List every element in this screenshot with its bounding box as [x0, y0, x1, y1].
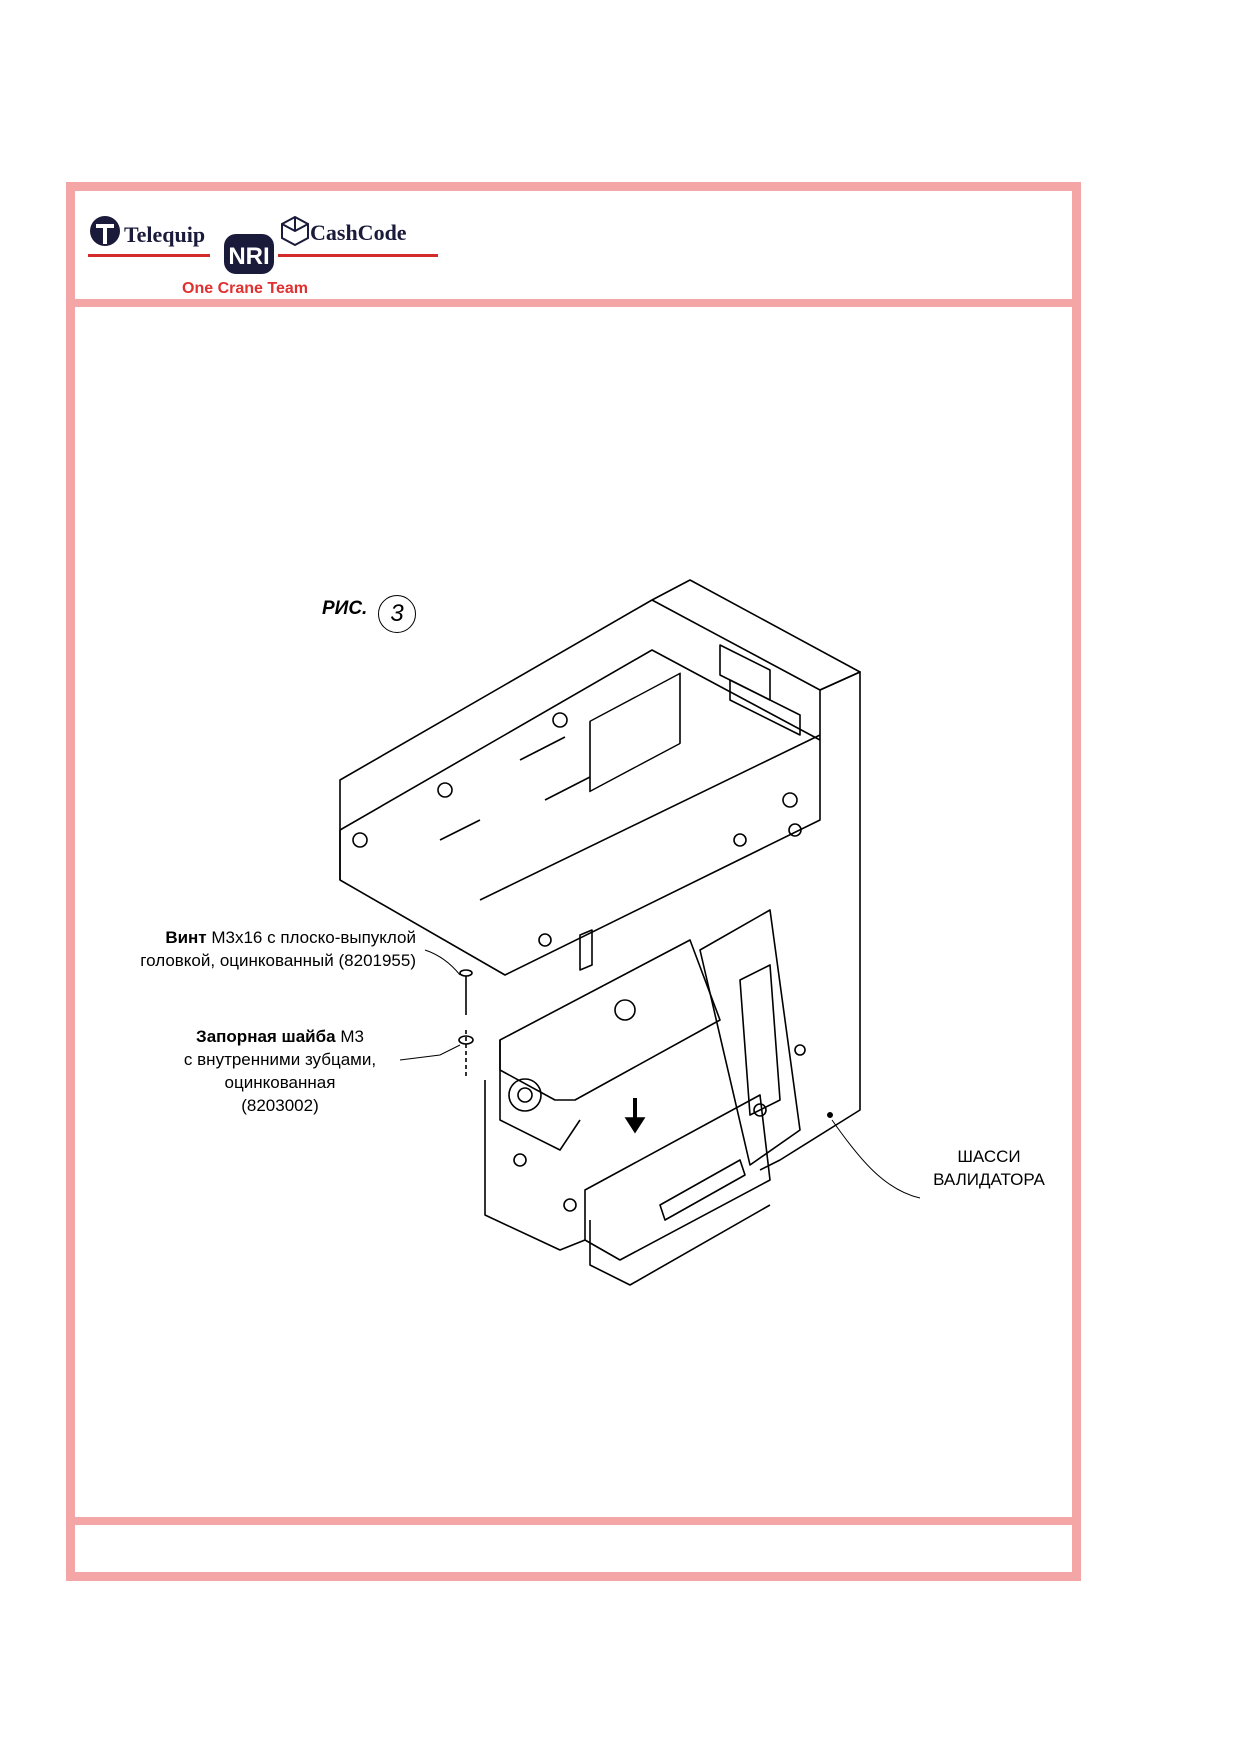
- lower-base: [584, 1094, 771, 1261]
- chassis-callout: ШАССИ ВАЛИДАТОРА: [914, 1145, 1064, 1191]
- chassis-callout-line2: ВАЛИДАТОРА: [933, 1170, 1045, 1189]
- rear-panel-side: [759, 671, 861, 1171]
- telequip-wordmark: Telequip: [124, 222, 206, 247]
- washer-callout: Запорная шайба M3 с внутренними зубцами,…: [160, 1025, 400, 1117]
- tray-rail-back: [339, 649, 821, 831]
- company-tagline: One Crane Team: [182, 280, 308, 297]
- washer-callout-line1: M3: [335, 1027, 364, 1046]
- chassis-leader: [831, 1119, 921, 1199]
- upper-tray: [339, 599, 821, 976]
- connector-db: [719, 644, 771, 701]
- base-slot: [659, 1159, 746, 1221]
- figure-label: РИС.: [322, 598, 368, 619]
- screw-callout-line2: головкой, оцинкованный (8201955): [140, 951, 416, 970]
- washer-callout-line4: (8203002): [241, 1096, 319, 1115]
- cashcode-wordmark: CashCode: [310, 220, 407, 245]
- screw-callout-line1: M3x16 с плоско-выпуклой: [206, 928, 416, 947]
- screw-leader: [424, 949, 461, 976]
- header-divider: [66, 299, 1081, 307]
- connector-wide: [729, 679, 801, 736]
- screw-callout-bold: Винт: [165, 928, 207, 947]
- cashcode-logo-icon: [281, 215, 309, 247]
- figure-number: 3: [378, 595, 416, 633]
- circuit-board: [589, 672, 681, 793]
- washer-leader: [399, 1044, 461, 1061]
- logo-rule-left: [88, 254, 210, 257]
- shaft-inner: [517, 1087, 533, 1103]
- page-frame: [66, 182, 1081, 1581]
- washer: [458, 1035, 474, 1045]
- side-slot: [739, 964, 781, 1116]
- insert-arrow-head: [624, 1117, 646, 1134]
- washer-callout-line3: оцинкованная: [224, 1073, 336, 1092]
- washer-callout-bold: Запорная шайба: [196, 1027, 336, 1046]
- lower-bracket-left: [484, 1080, 586, 1251]
- screw-callout: Винт M3x16 с плоско-выпуклой головкой, о…: [98, 926, 416, 972]
- tray-slots: [439, 736, 591, 841]
- washer-callout-line2: с внутренними зубцами,: [183, 1050, 377, 1069]
- company-logo: Telequip NRI CashCode: [88, 210, 448, 300]
- lower-base-front: [589, 1204, 771, 1286]
- shaft-circle: [508, 1078, 542, 1112]
- tray-front-edge: [479, 734, 821, 901]
- nri-logo-icon: NRI: [224, 234, 274, 274]
- footer-divider: [66, 1517, 1081, 1525]
- rear-panel-top: [651, 579, 861, 691]
- screw-head: [459, 969, 473, 977]
- logo-rule-right: [278, 254, 438, 257]
- motor-block: [499, 939, 721, 1101]
- motor-block-front: [499, 1040, 581, 1151]
- side-bracket: [699, 909, 801, 1166]
- chassis-callout-line1: ШАССИ: [957, 1147, 1021, 1166]
- telequip-logo-icon: [90, 216, 120, 246]
- tab-lug: [579, 929, 593, 971]
- nri-logo-text: NRI: [228, 243, 269, 270]
